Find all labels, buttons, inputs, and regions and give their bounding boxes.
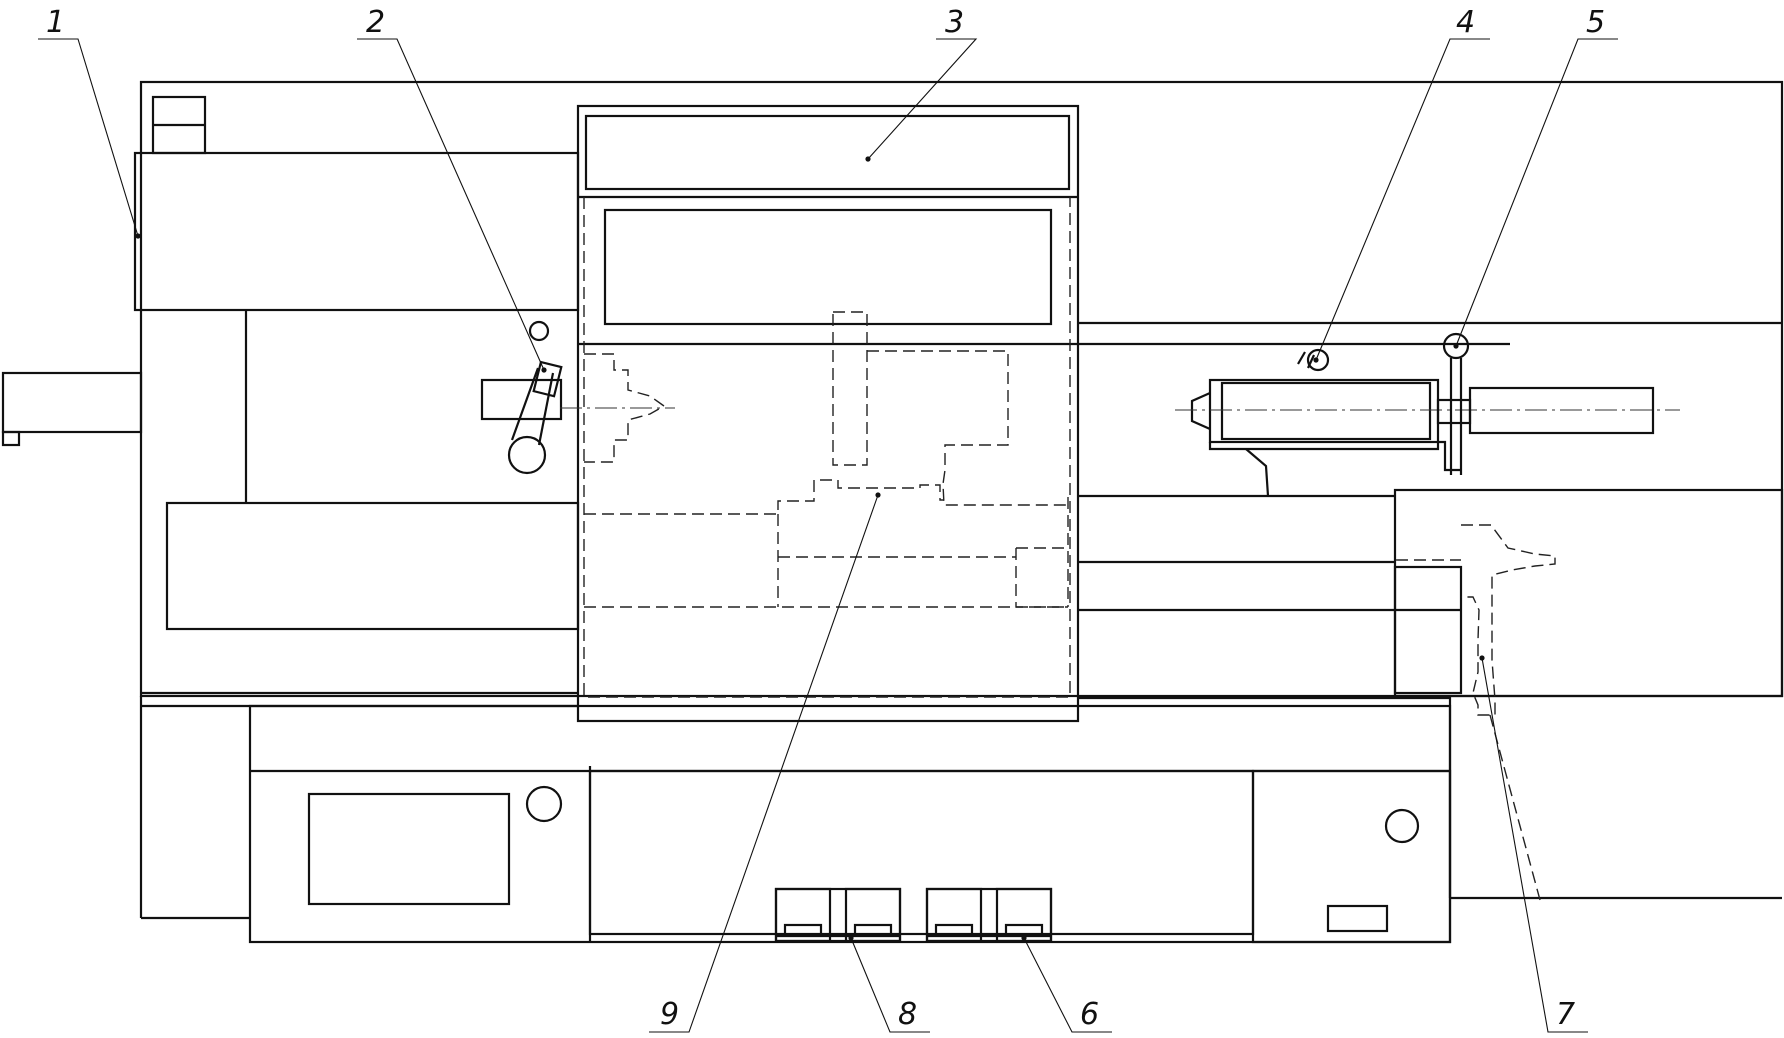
tailstock xyxy=(1175,332,1680,497)
label-2: 2 xyxy=(366,5,385,40)
lever-2 xyxy=(507,360,563,475)
machine-bed xyxy=(1078,321,1784,900)
label-7: 7 xyxy=(1556,997,1575,1032)
headstock xyxy=(1,95,580,631)
position-numbers: 1 2 3 4 5 9 8 6 7 xyxy=(46,5,1605,1032)
label-3: 3 xyxy=(945,5,964,40)
front-cabinet xyxy=(248,704,1452,944)
label-6: 6 xyxy=(1080,997,1099,1032)
pedals-8 xyxy=(774,887,902,943)
carriage-hidden xyxy=(560,197,1071,698)
machine-body xyxy=(139,80,1784,920)
label-4: 4 xyxy=(1456,5,1475,40)
label-9: 9 xyxy=(660,997,679,1032)
leader-lines xyxy=(38,38,1618,1033)
pedals-6 xyxy=(925,887,1053,943)
label-5: 5 xyxy=(1586,5,1605,40)
label-1: 1 xyxy=(46,5,65,40)
label-8: 8 xyxy=(898,997,917,1032)
protective-guard xyxy=(576,104,1080,723)
tool-holder xyxy=(1396,524,1556,901)
